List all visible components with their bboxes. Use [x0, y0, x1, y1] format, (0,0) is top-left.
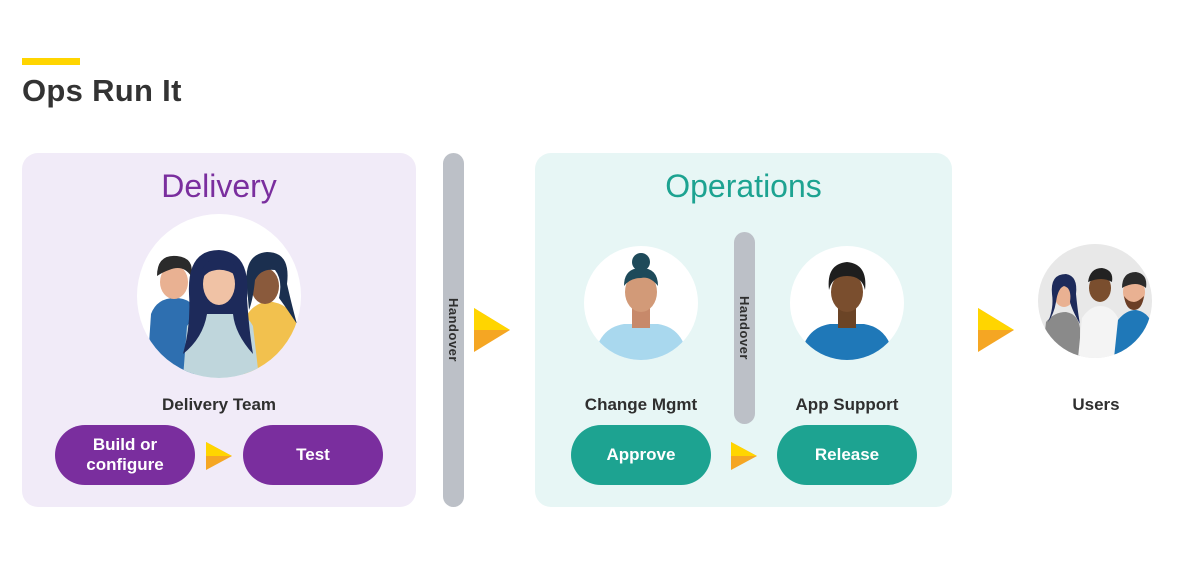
app-support-avatar	[790, 246, 904, 360]
approve-button[interactable]: Approve	[571, 425, 711, 485]
build-or-configure-button[interactable]: Build or configure	[55, 425, 195, 485]
operations-heading: Operations	[665, 168, 822, 204]
page-title: Ops Run It	[22, 73, 182, 108]
release-button[interactable]: Release	[777, 425, 917, 485]
inner-handover-bar: Handover	[734, 232, 755, 424]
arrow-right-icon	[978, 308, 1014, 357]
handover-label: Handover	[446, 298, 461, 362]
handover-bar: Handover	[443, 153, 464, 507]
arrow-right-icon	[206, 442, 232, 475]
users-avatar	[1038, 244, 1152, 358]
app-support-label: App Support	[795, 395, 899, 414]
arrow-right-icon	[731, 442, 757, 475]
delivery-heading: Delivery	[161, 168, 277, 204]
arrow-right-icon	[474, 308, 510, 357]
change-mgmt-label: Change Mgmt	[584, 395, 698, 414]
title-accent-bar	[22, 58, 80, 65]
change-mgmt-avatar	[584, 246, 698, 360]
users-label: Users	[1072, 395, 1120, 414]
inner-handover-label: Handover	[737, 296, 752, 360]
delivery-team-label: Delivery Team	[161, 395, 277, 414]
delivery-team-avatar	[137, 214, 301, 378]
test-button[interactable]: Test	[243, 425, 383, 485]
